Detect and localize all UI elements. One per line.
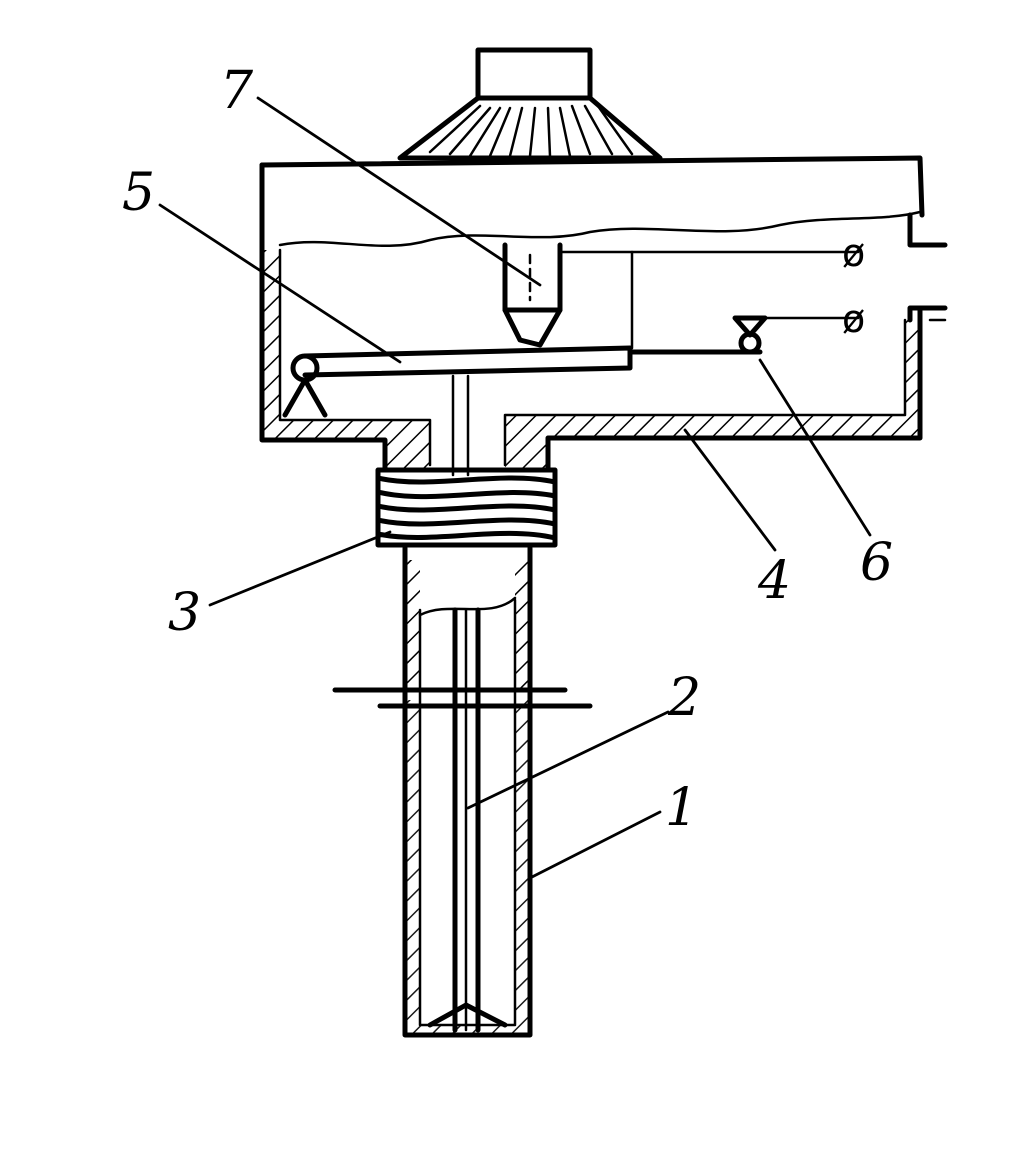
leader-1 — [528, 810, 662, 880]
leader-2 — [466, 710, 670, 810]
leader-7 — [256, 96, 542, 287]
leader-3 — [208, 530, 392, 607]
callout-6: 6 — [860, 533, 893, 593]
terminal-upper-label: ø — [842, 231, 865, 275]
inner-rod — [427, 607, 508, 1033]
callout-4: 4 — [757, 551, 791, 611]
callout-2: 2 — [667, 668, 701, 728]
fixed-contact — [502, 242, 563, 348]
wiring — [558, 250, 860, 350]
callout-1: 1 — [665, 778, 698, 838]
terminals: ø ø — [842, 231, 865, 341]
leader-4 — [683, 428, 777, 552]
top-knob — [397, 47, 663, 161]
lever-stem — [451, 374, 470, 477]
leader-5 — [158, 203, 402, 364]
contact-lever — [282, 345, 763, 418]
leader-lines — [158, 96, 872, 880]
callout-3: 3 — [168, 583, 201, 643]
housing-body — [259, 155, 948, 473]
outer-tube — [332, 545, 593, 1038]
callout-7: 7 — [220, 61, 254, 121]
threaded-nut — [375, 467, 558, 548]
terminal-lower-label: ø — [842, 297, 865, 341]
callout-5: 5 — [122, 163, 155, 223]
leader-6 — [758, 358, 872, 537]
moving-contact — [732, 315, 768, 355]
